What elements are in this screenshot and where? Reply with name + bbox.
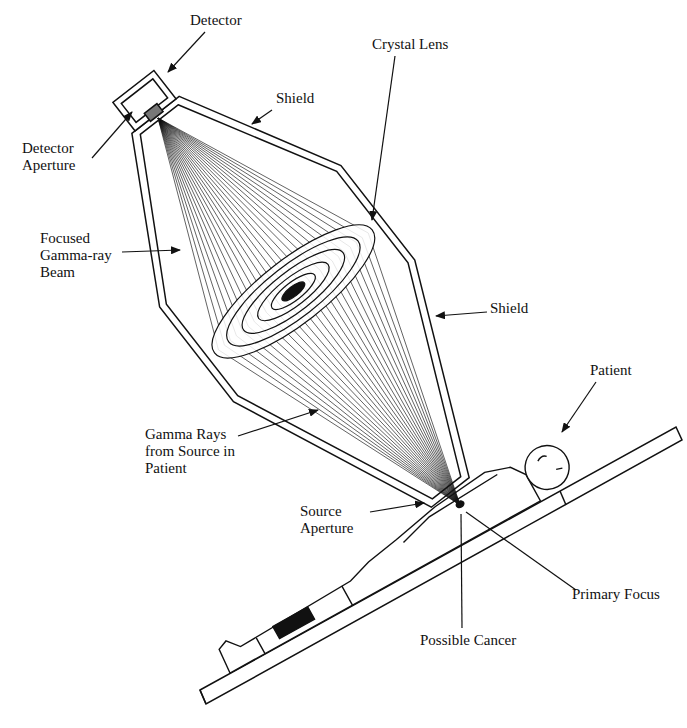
leader-lines	[92, 32, 596, 628]
part-label: Detector Aperture	[22, 140, 102, 174]
part-label: Gamma Rays from Source in Patient	[145, 426, 235, 477]
part-label: Detector	[190, 12, 280, 29]
part-label: Shield	[490, 300, 560, 317]
gamma-ray	[143, 118, 460, 517]
part-label: Crystal Lens	[372, 36, 482, 53]
gamma-ray	[158, 88, 499, 505]
part-label: Patient	[590, 362, 660, 379]
part-label: Primary Focus	[572, 586, 682, 603]
part-label: Source Aperture	[300, 503, 372, 537]
gamma-camera	[43, 16, 551, 576]
gamma-ray	[107, 118, 460, 545]
part-label: Possible Cancer	[420, 632, 540, 649]
part-label: Shield	[276, 90, 336, 107]
patient-body	[205, 434, 579, 673]
gamma-ray	[137, 118, 460, 521]
gamma-ray	[113, 118, 460, 540]
part-label: Focused Gamma-ray Beam	[40, 230, 122, 281]
gamma-ray	[119, 118, 460, 535]
shield	[65, 44, 541, 563]
gamma-ray	[95, 118, 460, 554]
crystal-lens	[195, 205, 392, 379]
